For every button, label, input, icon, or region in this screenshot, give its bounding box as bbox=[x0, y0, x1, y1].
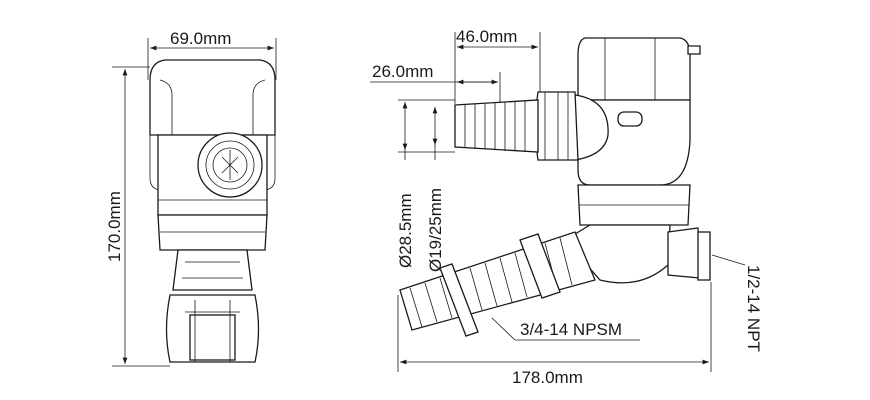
lock-nut bbox=[519, 233, 561, 299]
dimension-diameters: Ø28.5mm Ø19/25mm bbox=[396, 99, 455, 272]
connector-ribs bbox=[182, 261, 243, 279]
outer-diameter-label: Ø28.5mm bbox=[396, 193, 415, 268]
dimension-overall-length: 178.0mm bbox=[397, 282, 712, 387]
leader-line bbox=[711, 254, 746, 266]
hose-length-label: 26.0mm bbox=[372, 62, 433, 81]
outlet-fitting-bore bbox=[189, 314, 236, 361]
dimension-hose-length: 26.0mm bbox=[370, 62, 501, 103]
dimension-height: 170.0mm bbox=[105, 66, 170, 367]
switch-window bbox=[617, 111, 643, 127]
overall-length-label: 178.0mm bbox=[512, 368, 583, 387]
outlet-ring bbox=[205, 140, 255, 190]
pump-cap bbox=[149, 59, 276, 136]
pump-cap-side bbox=[577, 37, 691, 101]
npt-hex bbox=[697, 231, 711, 281]
impeller-icon bbox=[221, 150, 239, 180]
hose-barb bbox=[454, 99, 539, 153]
dimension-outlet-length: 46.0mm bbox=[454, 27, 541, 104]
outlet-elbow-side bbox=[574, 94, 609, 161]
dimension-width: 69.0mm bbox=[147, 29, 277, 80]
flange-washer bbox=[439, 263, 479, 337]
air-vent-nipple bbox=[687, 45, 701, 55]
hose-nut bbox=[534, 91, 579, 161]
side-view-pump bbox=[399, 37, 711, 337]
barb-ribs bbox=[464, 101, 526, 152]
nut-knurl bbox=[544, 92, 569, 160]
fitting-threads bbox=[185, 300, 240, 362]
pump-neck bbox=[157, 214, 268, 251]
leader-line bbox=[491, 317, 516, 341]
elbow-connector bbox=[172, 249, 253, 291]
front-view-pump bbox=[149, 59, 276, 363]
hose-diameter-label: Ø19/25mm bbox=[426, 188, 445, 272]
width-label: 69.0mm bbox=[170, 29, 231, 48]
thread-callout: 3/4-14 NPSM bbox=[491, 317, 640, 341]
outlet-bore bbox=[212, 147, 248, 183]
cap-ribs bbox=[604, 38, 656, 100]
outlet-length-label: 46.0mm bbox=[456, 27, 517, 46]
thread-spec-label: 3/4-14 NPSM bbox=[520, 320, 622, 339]
npt-fitting bbox=[667, 227, 701, 279]
height-label: 170.0mm bbox=[105, 191, 124, 262]
outlet-thread-label: 1/2-14 NPT bbox=[744, 265, 763, 352]
npt-callout: 1/2-14 NPT bbox=[711, 254, 763, 352]
